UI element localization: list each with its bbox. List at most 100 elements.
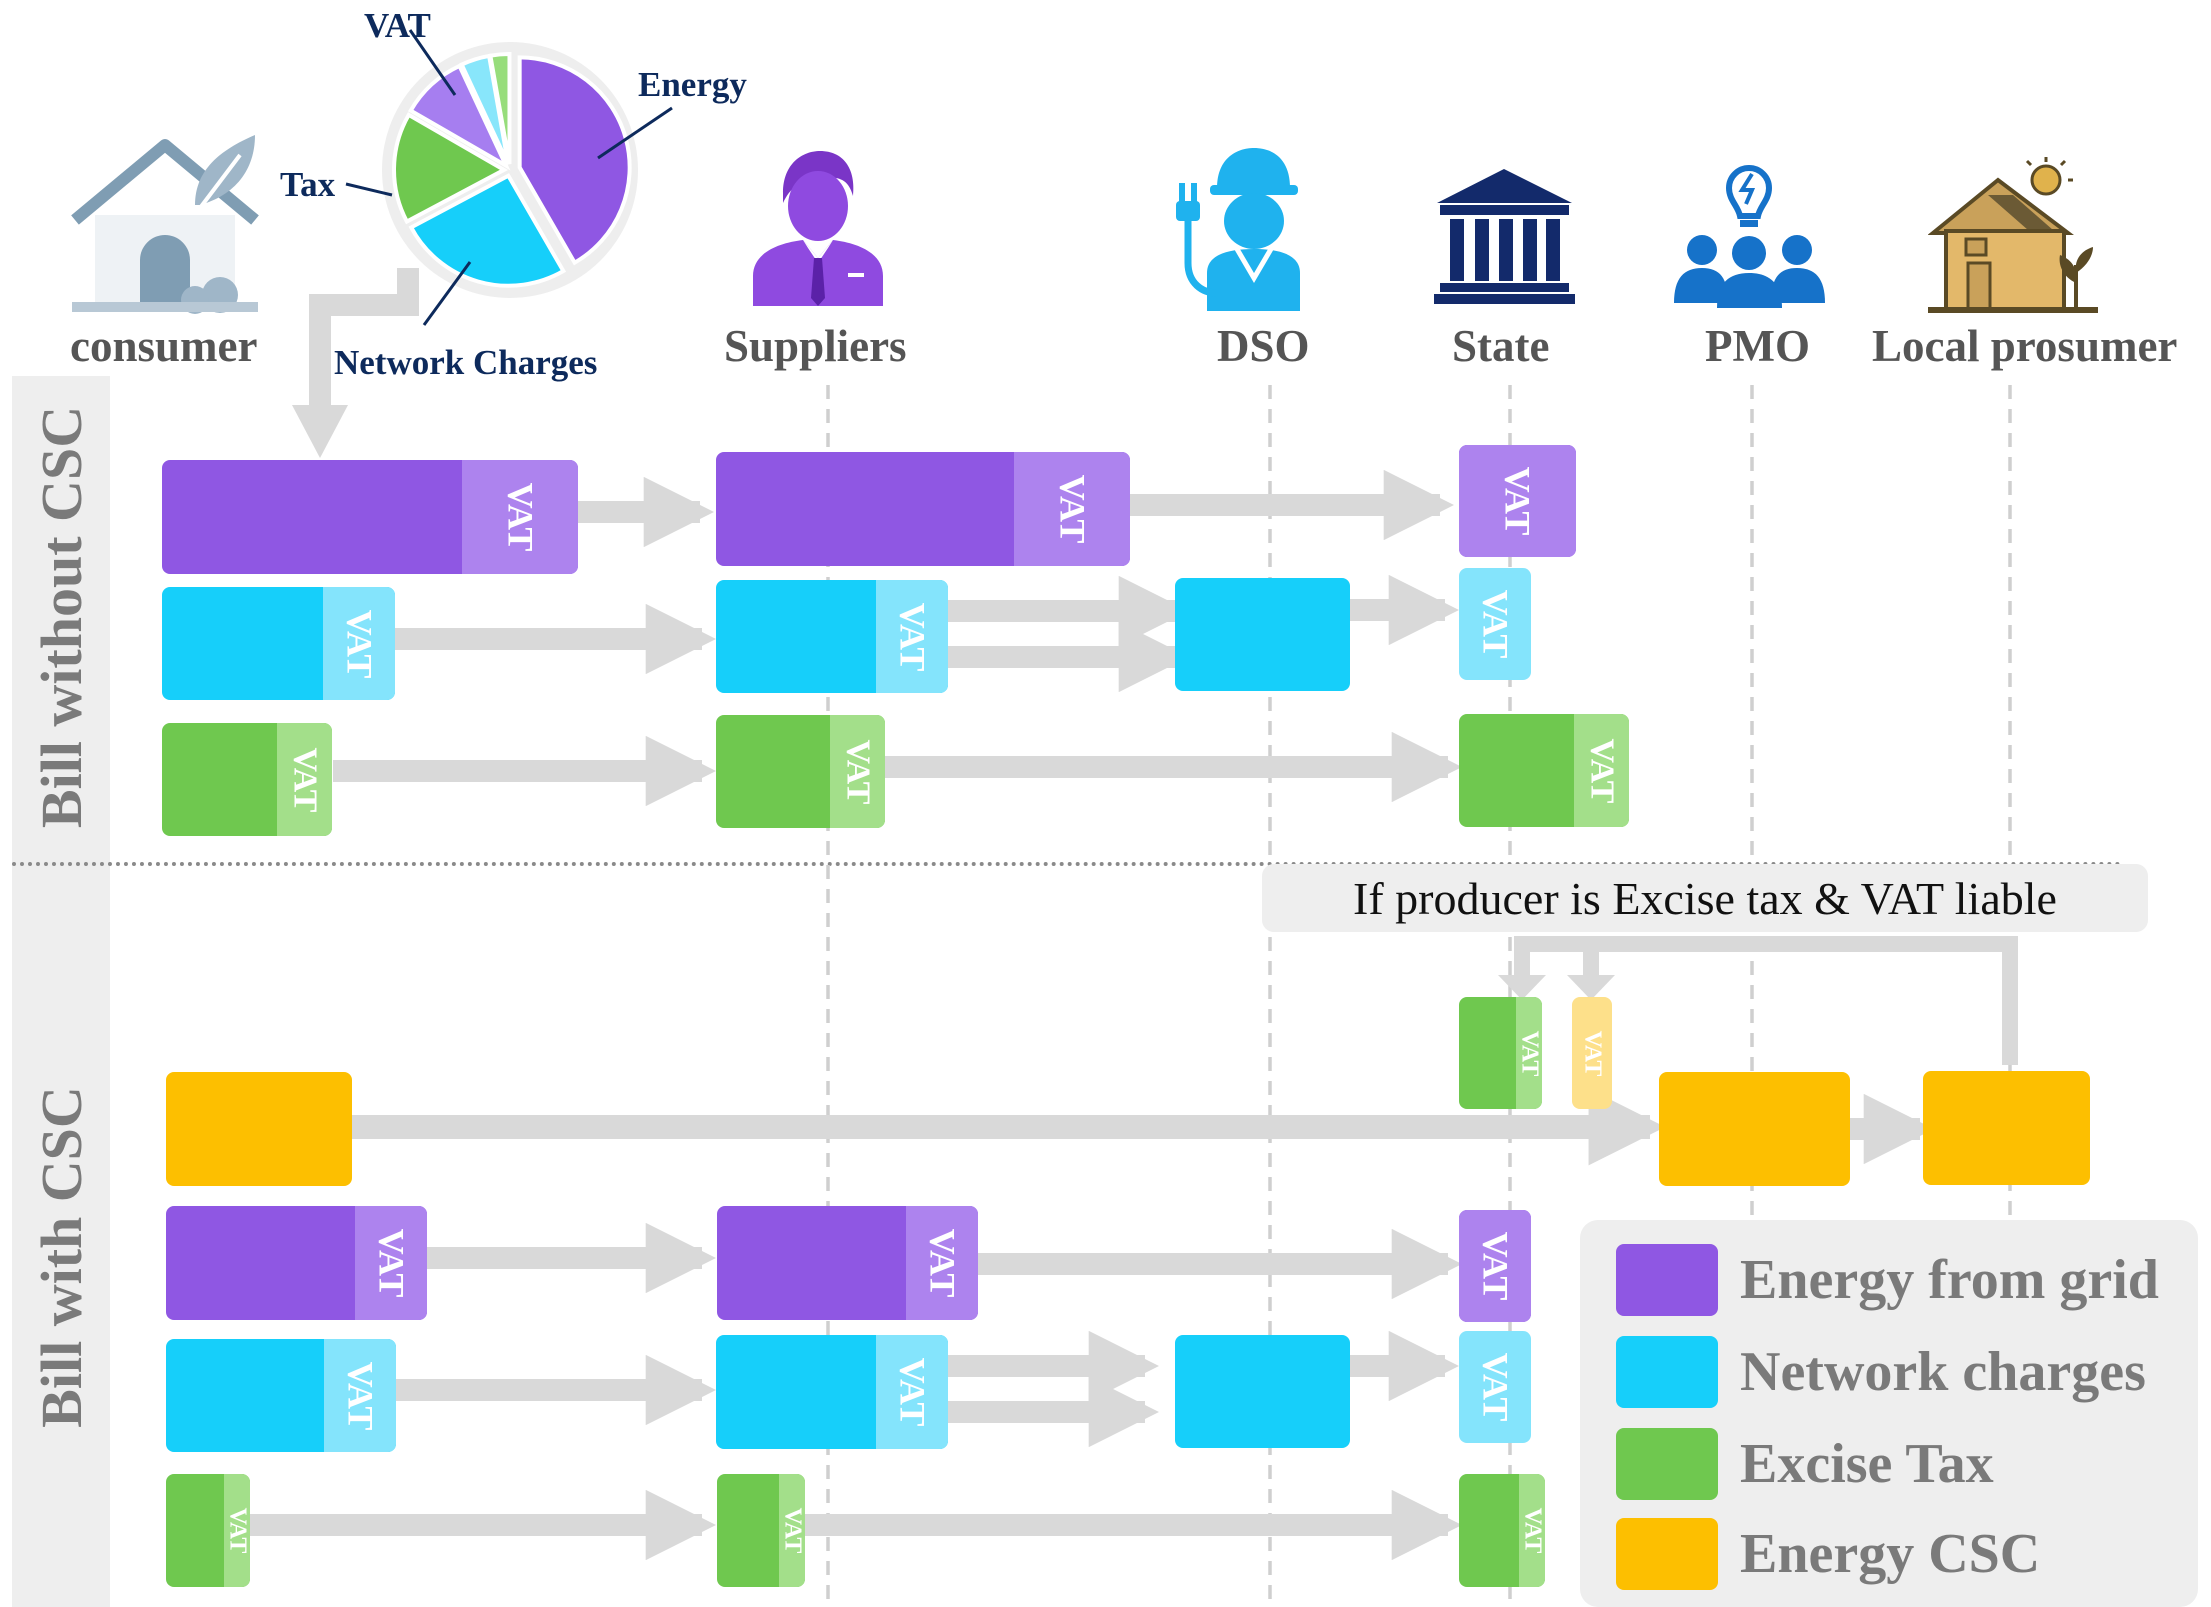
legend-item-tax: Excise Tax [1616, 1428, 1994, 1500]
legend-label-network: Network charges [1740, 1341, 2146, 1403]
legend-item-csc: Energy CSC [1616, 1518, 2040, 1590]
vat-label: VAT [921, 1228, 962, 1298]
pie-slice-other [407, 63, 511, 171]
vat-label: VAT [1519, 1507, 1545, 1554]
consumer-energy-block: VAT [162, 460, 578, 574]
pie-label-tax: Tax [280, 165, 336, 204]
legend-item-energy: Energy from grid [1616, 1244, 2159, 1316]
vat-label: VAT [1474, 1352, 1515, 1422]
supplier-csc-tax-block-vat: VAT [779, 1474, 805, 1587]
section-divider [12, 862, 2122, 866]
section-side-strip [12, 376, 110, 1607]
supplier-energy-block: VAT [716, 452, 1130, 566]
supplier-csc-energy-block-vat: VAT [906, 1206, 978, 1320]
vat-label: VAT [839, 739, 877, 804]
group-lightbulb-icon [1674, 165, 1825, 308]
consumer-energy-block-vat: VAT [462, 460, 578, 574]
state-tax-block: VAT [1459, 714, 1629, 827]
consumer-network-block: VAT [162, 587, 395, 700]
vat-label: VAT [370, 1228, 411, 1298]
state-csc-energy-vat-block: VAT [1459, 1210, 1531, 1322]
state-csc-vat-block: VAT [1572, 997, 1612, 1109]
consumer-tax-block: VAT [162, 723, 332, 836]
state-network-vat-block: VAT [1459, 568, 1531, 680]
vat-label: VAT [1516, 1030, 1542, 1076]
pie-leader-line [345, 182, 393, 197]
vat-label: VAT [224, 1507, 250, 1554]
legend-label-tax: Excise Tax [1740, 1433, 1994, 1495]
consumer-network-block-vat: VAT [323, 587, 395, 700]
supplier-csc-energy-block: VAT [717, 1206, 978, 1320]
supplier-csc-tax-block: VAT [717, 1474, 805, 1587]
dso-network-block [1175, 578, 1350, 691]
house-leaf-icon [71, 135, 259, 314]
bill-composition-pie-chart [382, 42, 638, 298]
actor-label-suppliers: Suppliers [724, 321, 907, 371]
state-csc-tax-bottom-block: VAT [1459, 1474, 1545, 1587]
consumer-csc-block [166, 1072, 352, 1186]
consumer-csc-energy-block-vat: VAT [355, 1206, 427, 1320]
state-csc-energy-vat-block-vat: VAT [1459, 1210, 1531, 1322]
actor-label-pmo: PMO [1705, 321, 1810, 371]
legend-item-network: Network charges [1616, 1336, 2146, 1408]
vat-label: VAT [779, 1507, 805, 1554]
state-csc-tax-bottom-block-vat: VAT [1519, 1474, 1545, 1587]
pie-leader-line [422, 261, 472, 326]
pie-leader-line [597, 106, 673, 160]
electrician-icon [1176, 148, 1300, 311]
consumer-csc-network-block: VAT [166, 1339, 396, 1452]
legend-label-csc: Energy CSC [1740, 1523, 2041, 1585]
supplier-energy-block-vat: VAT [1014, 452, 1130, 566]
pie-to-bill-connector [309, 268, 419, 410]
actor-label-dso: DSO [1217, 321, 1310, 371]
pie-slice-tax [392, 112, 509, 225]
vat-label: VAT [1051, 474, 1092, 544]
solar-house-icon [1928, 157, 2098, 313]
state-csc-tax-block-vat: VAT [1516, 997, 1542, 1109]
supplier-tax-block-vat: VAT [830, 715, 885, 828]
prosumer-csc-block [1923, 1071, 2090, 1185]
state-energy-vat-block-vat: VAT [1459, 445, 1576, 557]
vat-label: VAT [1579, 1030, 1606, 1076]
government-building-icon [1434, 169, 1575, 304]
dso-csc-network-block [1175, 1335, 1350, 1448]
pie-label-vat: VAT [364, 6, 431, 45]
pie-leader-lines [345, 29, 673, 326]
vat-label: VAT [499, 482, 540, 552]
vat-label: VAT [891, 1357, 932, 1427]
vat-label: VAT [1583, 738, 1621, 803]
legend-swatch-tax [1616, 1428, 1718, 1500]
vat-label: VAT [891, 602, 932, 671]
businessman-icon [753, 151, 883, 306]
supplier-network-block: VAT [716, 580, 948, 693]
supplier-csc-network-block: VAT [716, 1335, 948, 1449]
actor-label-local-prosumer: Local prosumer [1872, 321, 2178, 371]
consumer-csc-network-block-vat: VAT [324, 1339, 396, 1452]
pie-slice-network [408, 173, 567, 288]
state-csc-tax-block: VAT [1459, 997, 1542, 1109]
prosumer-to-state-connector [1514, 936, 2018, 1065]
consumer-csc-tax-block: VAT [166, 1474, 250, 1587]
pie-slice-tax-small [488, 52, 512, 165]
consumer-tax-block-vat: VAT [277, 723, 332, 836]
vat-label: VAT [1474, 589, 1515, 659]
consumer-csc-tax-block-vat: VAT [224, 1474, 250, 1587]
supplier-csc-network-block-vat: VAT [876, 1335, 948, 1449]
pie-leader-line [408, 29, 457, 96]
vat-label: VAT [1497, 466, 1538, 536]
legend-swatch-csc [1616, 1518, 1718, 1590]
consumer-csc-energy-block: VAT [166, 1206, 427, 1320]
legend-swatch-network [1616, 1336, 1718, 1408]
actor-label-consumer: consumer [70, 321, 258, 371]
state-energy-vat-block: VAT [1459, 445, 1576, 557]
pie-label-network-charges: Network Charges [334, 343, 598, 382]
vat-label: VAT [338, 609, 379, 678]
vat-label: VAT [1474, 1231, 1515, 1301]
producer-liability-note: If producer is Excise tax & VAT liable [1262, 864, 2148, 932]
prosumer-to-state-tax-arrowhead [1498, 975, 1546, 1000]
legend-label-energy: Energy from grid [1740, 1249, 2159, 1311]
legend-swatch-energy [1616, 1244, 1718, 1316]
supplier-tax-block: VAT [716, 715, 885, 828]
legend: Energy from grid Network charges Excise … [1580, 1220, 2198, 1607]
